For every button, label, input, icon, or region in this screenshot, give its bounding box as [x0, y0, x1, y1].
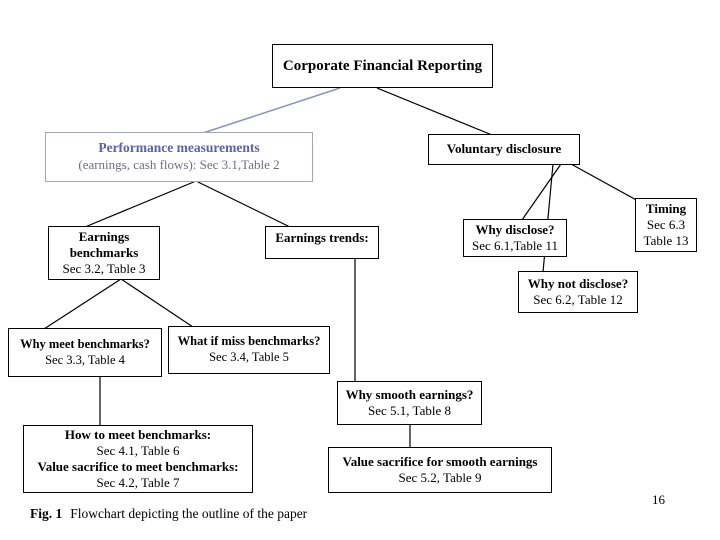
- node-corporate-financial-reporting: Corporate Financial Reporting: [272, 44, 493, 88]
- node-title: Value sacrifice for smooth earnings: [342, 453, 538, 469]
- node-title: Earnings trends:: [275, 230, 369, 245]
- node-title: How to meet benchmarks:: [64, 426, 212, 442]
- node-why-meet-benchmarks: Why meet benchmarks? Sec 3.3, Table 4: [8, 328, 162, 377]
- figure-caption-text: Flowchart depicting the outline of the p…: [70, 506, 308, 521]
- figure-caption: Fig. 1 Flowchart depicting the outline of…: [30, 506, 307, 522]
- node-title: Corporate Financial Reporting: [282, 57, 483, 74]
- node-title: Timing: [645, 200, 687, 216]
- node-line1: Sec 6.3: [646, 216, 686, 232]
- node-subtitle: Sec 3.3, Table 4: [45, 352, 125, 367]
- node-title: Voluntary disclosure: [446, 141, 562, 157]
- node-title: Why not disclose?: [527, 275, 629, 291]
- node-title: What if miss benchmarks?: [177, 334, 321, 349]
- node-voluntary-disclosure: Voluntary disclosure: [428, 134, 580, 165]
- node-subtitle: Sec 3.4, Table 5: [209, 350, 289, 364]
- node-why-smooth-earnings: Why smooth earnings? Sec 5.1, Table 8: [337, 381, 482, 425]
- page-number: 16: [652, 492, 665, 507]
- node-title: Why meet benchmarks?: [20, 336, 150, 351]
- node-subtitle: (earnings, cash flows): Sec 3.1,Table 2: [78, 157, 280, 173]
- edge-benchmarks-why-meet: [43, 278, 122, 330]
- edge-performance-trends: [195, 180, 291, 228]
- node-subtitle: Sec 3.2, Table 3: [62, 261, 146, 277]
- node-timing: Timing Sec 6.3 Table 13: [635, 198, 697, 252]
- edge-root-performance: [202, 87, 341, 134]
- edge-benchmarks-what-if-miss: [120, 278, 194, 328]
- figure-caption-label: Fig. 1: [30, 506, 63, 521]
- node-subtitle: Sec 6.2, Table 12: [533, 292, 623, 307]
- node-why-not-disclose: Why not disclose? Sec 6.2, Table 12: [518, 271, 638, 313]
- node-why-disclose: Why disclose? Sec 6.1,Table 11: [463, 219, 567, 257]
- node-earnings-benchmarks: Earnings benchmarks Sec 3.2, Table 3: [48, 226, 160, 280]
- node-subtitle: Sec 4.1, Table 6: [96, 442, 180, 458]
- node-title: Why disclose?: [475, 221, 555, 237]
- node-subtitle2: Sec 4.2, Table 7: [96, 475, 180, 491]
- edge-performance-benchmarks: [84, 180, 197, 228]
- edge-root-voluntary: [376, 87, 493, 136]
- edge-voluntary-timing: [570, 163, 641, 203]
- node-title: Why smooth earnings?: [345, 386, 474, 402]
- node-title: Performance measurements: [98, 140, 260, 156]
- node-how-to-meet-benchmarks: How to meet benchmarks: Sec 4.1, Table 6…: [23, 425, 253, 493]
- node-subtitle: Sec 6.1,Table 11: [472, 238, 558, 253]
- node-earnings-trends: Earnings trends:: [265, 226, 379, 259]
- node-title: Earnings benchmarks: [69, 228, 139, 260]
- node-subtitle: Sec 5.1, Table 8: [368, 403, 451, 418]
- node-performance-measurements: Performance measurements (earnings, cash…: [45, 132, 313, 182]
- node-what-if-miss-benchmarks: What if miss benchmarks? Sec 3.4, Table …: [168, 326, 330, 374]
- edge-voluntary-why-disclose: [521, 163, 562, 221]
- node-subtitle: Sec 5.2, Table 9: [398, 470, 482, 485]
- node-value-sacrifice-smooth-earnings: Value sacrifice for smooth earnings Sec …: [328, 447, 552, 493]
- node-line2: Table 13: [643, 233, 689, 249]
- node-title2: Value sacrifice to meet benchmarks:: [37, 459, 239, 474]
